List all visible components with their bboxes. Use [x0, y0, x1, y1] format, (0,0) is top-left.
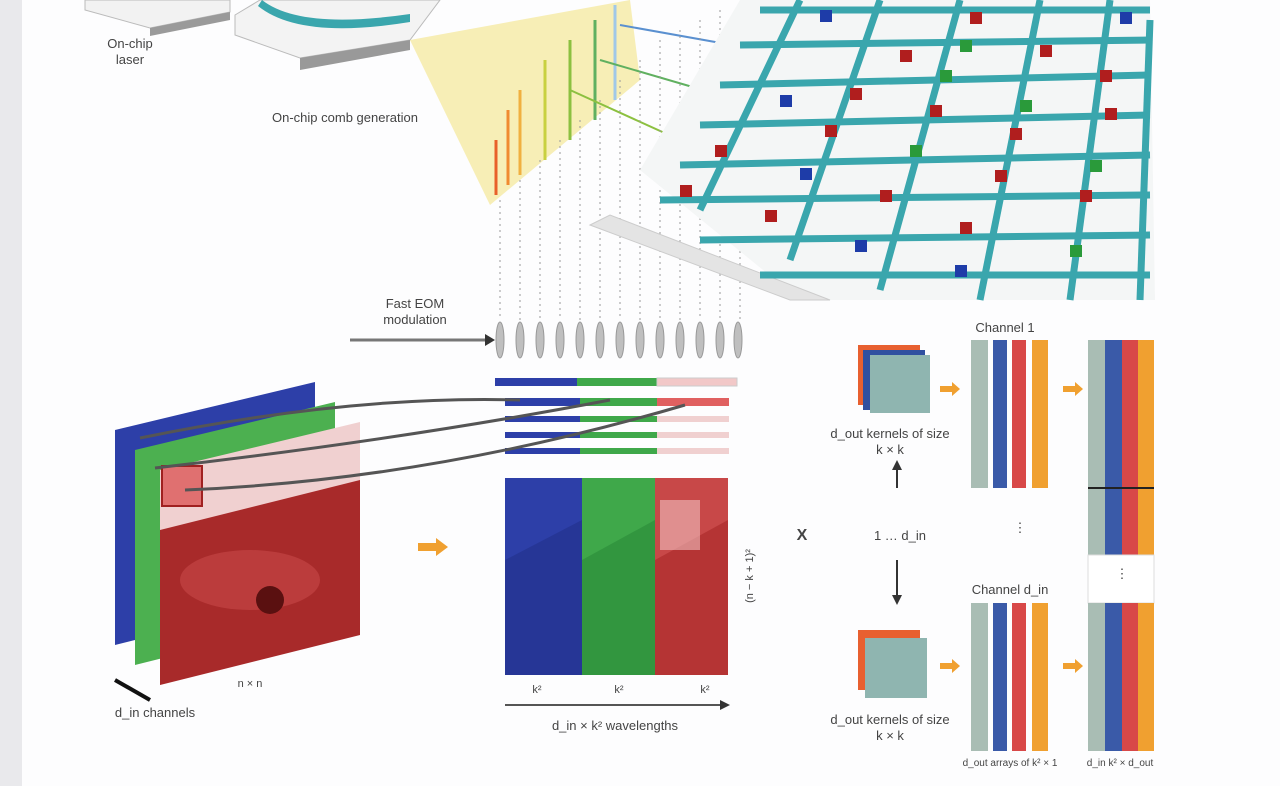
input-matrix: [505, 478, 728, 675]
multiply-sign: X: [796, 527, 808, 544]
label-modulation: Fast EOM modulation: [383, 296, 447, 327]
left-margin-strip: [0, 0, 22, 786]
wavelength-bars: [495, 377, 738, 454]
comb-light-fan: [410, 0, 640, 205]
label-image-size: n × n: [237, 678, 263, 690]
ellipsis-vertical: ⋮: [1013, 520, 1027, 535]
label-rows: (n − k + 1)²: [744, 549, 756, 603]
label-kernels-top: d_out kernels of size k × k: [830, 426, 950, 457]
modulated-pulses: [495, 321, 743, 359]
label-kernels-bottom: d_out kernels of size k × k: [830, 712, 950, 743]
comb-lines: [494, 5, 761, 195]
label-k2-2: k²: [614, 684, 624, 696]
label-channels: d_in channels: [114, 705, 196, 720]
comb-chip: [234, 0, 441, 70]
label-comb-generation: On-chip comb generation: [272, 110, 418, 125]
input-image-stack: [114, 382, 686, 702]
label-channel-din: Channel d_in: [971, 582, 1049, 597]
kernel-cube-top: [858, 345, 930, 413]
photonic-crossbar-grid: [588, 0, 1155, 301]
arrow-right-icon: [418, 538, 448, 556]
label-channel-1: Channel 1: [975, 320, 1035, 335]
kernel-arrows: [940, 382, 1083, 673]
ellipsis-vertical: ⋮: [1115, 566, 1129, 581]
label-k2-1: k²: [532, 684, 542, 696]
laser-chip: [84, 0, 231, 36]
kernel-arrays: [971, 340, 1048, 751]
result-matrix: [1087, 340, 1155, 751]
label-k2-3: k²: [700, 684, 710, 696]
label-on-chip-laser: On-chip laser: [107, 36, 153, 67]
label-wavelengths: d_in × k² wavelengths: [551, 718, 679, 733]
label-channel-range: 1 … d_in: [873, 528, 927, 543]
label-arrays: d_out arrays of k² × 1: [962, 758, 1058, 769]
label-result: d_in k² × d_out: [1086, 758, 1154, 769]
kernel-cube-bottom: [858, 630, 927, 698]
